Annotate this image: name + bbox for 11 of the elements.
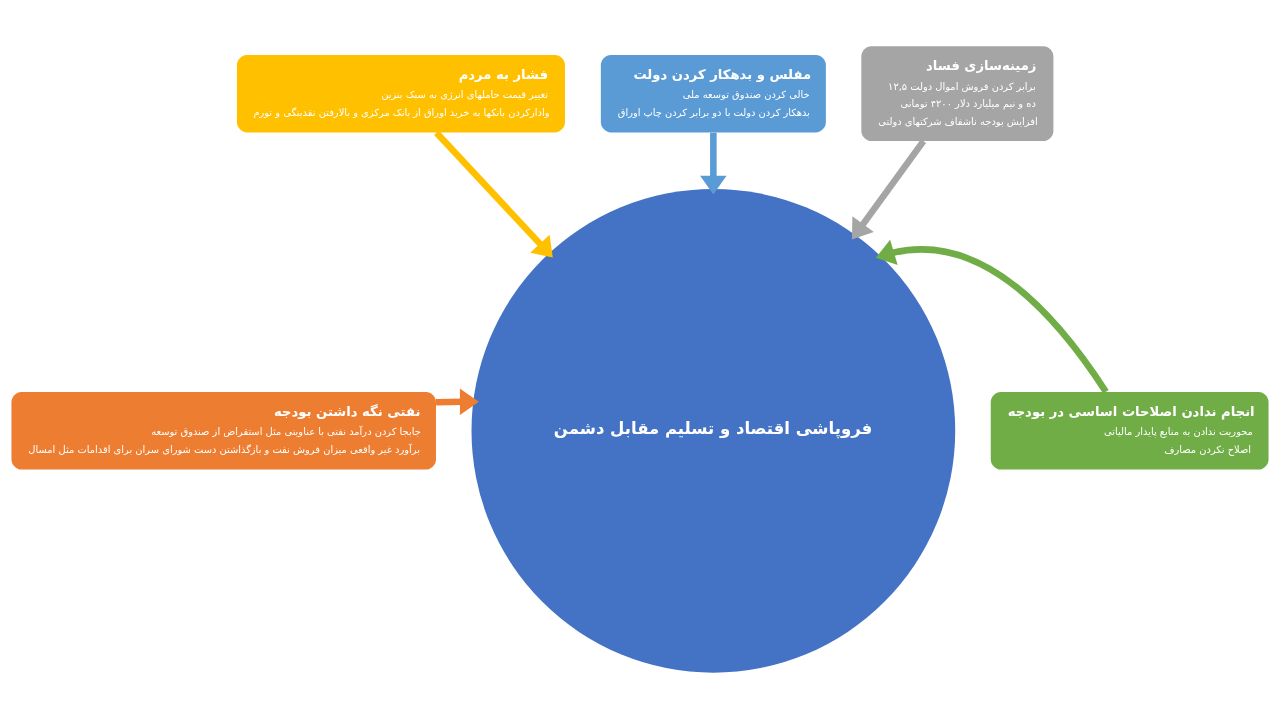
node-box: انجام ندادن اصلاحات اساسی در بودجه محوریت ندادن به منابع پایدار مالیاتی اصلاح نکردن مصارف (990, 392, 1269, 470)
node-box: فشار به مردم تغییر قیمت حاملهای انرژی به سبک بنزین وادارکردن بانکها به خرید اوراق از بانک مرکزی و بالارفتن نقدینگی و تورم (236, 54, 565, 133)
arrow (435, 388, 479, 416)
arrow (875, 239, 1109, 394)
arrow (434, 130, 553, 258)
node-circle: فروپاشی اقتصاد و تسلیم مقابل دشمن (471, 188, 956, 673)
arrow (700, 132, 727, 195)
node-box: زمینه‌سازی فساد ۱۲,۵ برابر کردن فروش اموال دولت ده و نیم میلیارد دلار ۴۲۰۰ تومانی افزایش بودجه ناشفاف شرکتهای دولتی (861, 46, 1054, 142)
node-box: نفتی نگه داشتن بودجه جابجا کردن درآمد نفتی با عناوینی مثل استقراض از صندوق توسعه برآورد غیر واقعی میزان فروش نفت و بازگذاشتن دست شورای سران برای اقدامات مثل امسال (11, 392, 436, 470)
node-box: مفلس و بدهکار کردن دولت خالی کردن صندوق توسعه ملی بدهکار کردن دولت با دو برابر کردن چاپ اوراق (600, 54, 826, 133)
arrow (851, 139, 927, 240)
